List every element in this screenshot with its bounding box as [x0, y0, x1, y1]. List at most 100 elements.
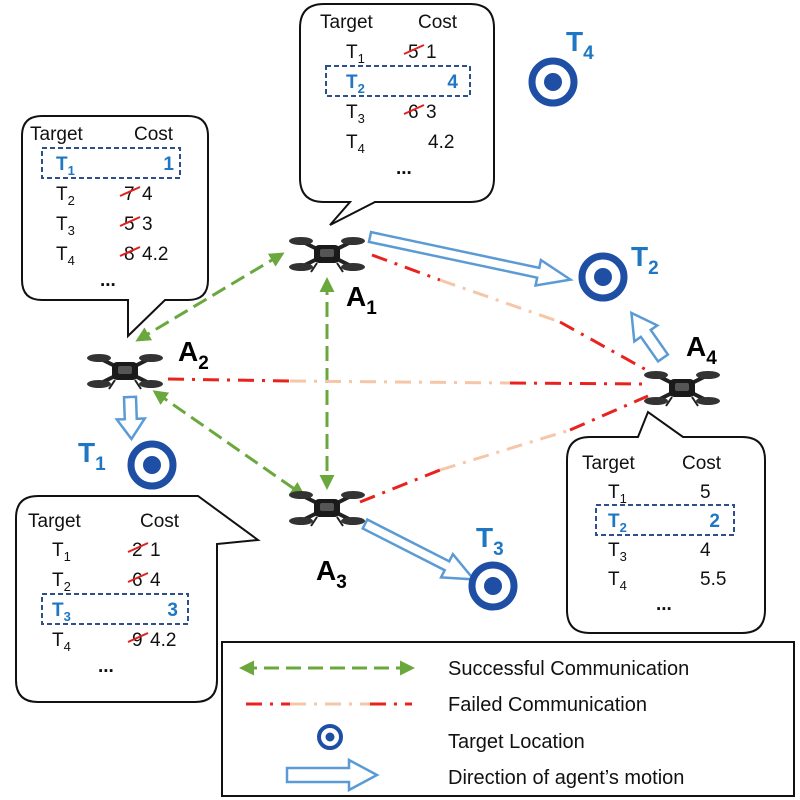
table-row-cost: 5.5 [700, 569, 726, 590]
table-row-old-cost: 7 [124, 184, 135, 205]
strikethrough-mark [119, 246, 141, 257]
table-row-old-cost: 8 [124, 244, 135, 265]
callout-a2 [21, 115, 209, 339]
link-a2-a3-success [152, 390, 306, 497]
motion-arrow-a1 [367, 230, 574, 288]
table-row-cost: 4 [150, 570, 161, 591]
table-row-target: T1 [56, 154, 75, 178]
target-icon-t4 [532, 61, 574, 103]
strikethrough-mark [119, 216, 141, 227]
table-row-target: T3 [346, 102, 365, 126]
callout-a1 [299, 3, 495, 226]
table-row-cost: 3 [426, 102, 437, 123]
target-label-t2: T2 [631, 241, 659, 279]
legend-success-label: Successful Communication [448, 658, 689, 680]
table-header-target: Target [28, 511, 82, 532]
table-row-target: T2 [608, 511, 627, 535]
table-row-cost: 4.2 [142, 244, 168, 265]
legend-motion-arrow-icon [285, 757, 380, 793]
link-a1-a2-success [135, 252, 285, 342]
table-row-target: T3 [608, 540, 627, 564]
table-row-target: T1 [608, 482, 627, 506]
agent-label-a4: A4 [686, 331, 717, 369]
table-row-old-cost: 5 [124, 214, 135, 235]
agent-label-a2: A2 [178, 336, 209, 374]
table-row-target: T1 [52, 540, 71, 564]
legend-target-label: Target Location [448, 731, 585, 753]
target-icon-t1 [131, 444, 173, 486]
strikethrough-mark [403, 44, 425, 55]
table-ellipsis: ... [100, 270, 116, 291]
motion-arrow-a3 [361, 517, 477, 581]
table-row-cost: 4 [700, 540, 711, 561]
communication-links [135, 252, 651, 504]
table-row-target: T2 [346, 72, 365, 96]
agent-label-a3: A3 [316, 555, 347, 593]
drone-icon-a4 [642, 369, 722, 408]
table-header-target: Target [320, 12, 374, 33]
link-a2-a4-failed [167, 377, 646, 386]
selected-row-highlight [595, 504, 735, 536]
target-label-t3: T3 [476, 522, 504, 560]
callout-a3 [15, 495, 261, 703]
drone-icon-a3 [287, 489, 367, 528]
table-row-old-cost: 9 [132, 630, 143, 651]
table-header-target: Target [582, 453, 636, 474]
target-icon-t2 [582, 256, 624, 298]
table-row-target: T1 [346, 42, 365, 66]
targets: T1 T2 T3 T4 [78, 26, 659, 607]
selected-row-highlight [41, 593, 189, 625]
table-header-cost: Cost [134, 124, 174, 145]
legend-target-icon [317, 724, 343, 750]
table-header-cost: Cost [140, 511, 180, 532]
callout-a4 [566, 410, 766, 634]
table-row-target: T4 [52, 630, 71, 654]
table-ellipsis: ... [98, 656, 114, 677]
table-row-cost: 3 [167, 600, 178, 621]
motion-arrow-a4 [629, 310, 670, 364]
table-row-cost: 4.2 [150, 630, 176, 651]
drone-icon-a1 [287, 235, 367, 274]
table-row-old-cost: 5 [408, 42, 419, 63]
drone-icon-a2 [85, 352, 165, 391]
table-row-target: T3 [52, 600, 71, 624]
table-row-target: T4 [56, 244, 75, 268]
table-row-target: T4 [346, 132, 365, 156]
table-row-old-cost: 6 [132, 570, 143, 591]
link-a3-a4-failed [359, 394, 649, 504]
strikethrough-mark [119, 186, 141, 197]
legend-failed-label: Failed Communication [448, 694, 647, 716]
table-row-cost: 5 [700, 482, 711, 503]
target-icon-t3 [472, 565, 514, 607]
agent-label-a1: A1 [346, 281, 377, 319]
table-row-old-cost: 2 [132, 540, 143, 561]
table-row-cost: 4 [447, 72, 458, 93]
table-row-cost: 4 [142, 184, 153, 205]
table-header-cost: Cost [418, 12, 458, 33]
legend: Successful Communication Failed Communic… [221, 641, 795, 797]
strikethrough-mark [127, 632, 149, 643]
table-header-target: Target [30, 124, 84, 145]
legend-motion-label: Direction of agent’s motion [448, 767, 684, 789]
table-row-target: T2 [52, 570, 71, 594]
strikethrough-mark [127, 572, 149, 583]
table-row-cost: 1 [426, 42, 437, 63]
callout-bubbles [15, 3, 766, 703]
selected-row-highlight [41, 147, 181, 179]
target-label-t1: T1 [78, 437, 106, 475]
agents: A1 A2 A3 A4 [85, 235, 722, 593]
table-ellipsis: ... [396, 158, 412, 179]
table-row-target: T3 [56, 214, 75, 238]
table-row-target: T4 [608, 569, 627, 593]
target-label-t4: T4 [566, 26, 594, 64]
strikethrough-mark [403, 104, 425, 115]
table-ellipsis: ... [656, 594, 672, 615]
strikethrough-mark [127, 542, 149, 553]
link-a1-a4-failed [371, 253, 651, 374]
table-row-target: T2 [56, 184, 75, 208]
table-row-cost: 4.2 [428, 132, 454, 153]
table-header-cost: Cost [682, 453, 722, 474]
